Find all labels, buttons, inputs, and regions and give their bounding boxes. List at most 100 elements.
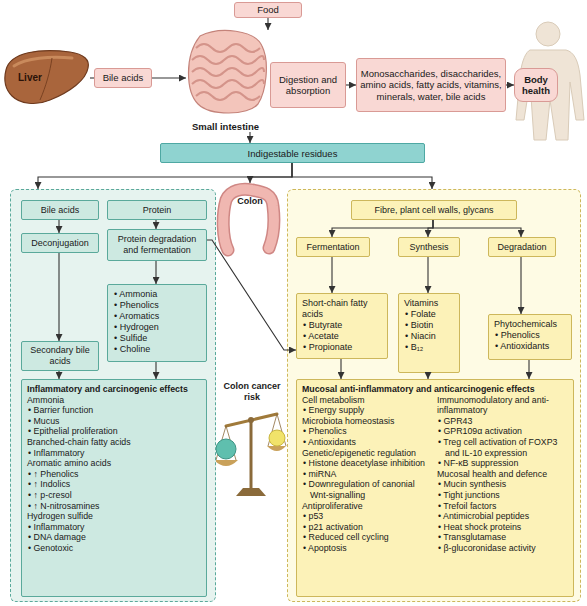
node-text: Bile acids: [41, 205, 80, 216]
liver-shape: [5, 51, 88, 104]
connector-arrow: [250, 163, 292, 183]
effects-box: Mucosal anti-inflammatory and anticarcin…: [296, 379, 574, 597]
process-box: Fermentation: [296, 237, 370, 257]
connector-arrow: [207, 240, 296, 350]
node-text: • Treg cell activation of FOXP3 and IL-1…: [437, 437, 568, 458]
node-text: • Histone deacetylase inhibition: [302, 458, 433, 469]
node-text: • Propionate: [302, 342, 382, 353]
node-text: • Transglutamase: [437, 532, 568, 543]
scale-ball-left: [216, 439, 236, 459]
connector-arrow: [58, 371, 59, 379]
node-text: • GPR43: [437, 416, 568, 427]
node-text: Microbiota homeostasis: [302, 416, 433, 427]
list-box: Short-chain fatty acids• Butyrate• Aceta…: [296, 293, 388, 359]
node-text: • Ammonia: [113, 289, 201, 300]
node-text: Liver: [18, 72, 42, 83]
connector-arrow: [331, 257, 332, 293]
scale-string: [216, 426, 236, 460]
process-box: Secondary bile acids: [21, 341, 99, 371]
connector-arrow: [152, 77, 186, 78]
organ-illustration: Liver: [4, 48, 90, 106]
node-text: Fermentation: [306, 242, 359, 253]
node-text: Inflammatory and carcinogenic effects: [27, 384, 201, 395]
node-text: • Biotin: [404, 320, 454, 331]
node-text: Synthesis: [409, 242, 448, 253]
node-text: Antiproliferative: [302, 501, 433, 512]
node-text: Degradation: [497, 242, 546, 253]
connector-arrow: [58, 253, 59, 341]
scale-pivot: [248, 417, 254, 423]
connector-arrow: [428, 220, 433, 237]
organ-illustration: Small intestine: [186, 30, 266, 132]
column-row: Cell metabolism• Energy supplyMicrobiota…: [302, 395, 568, 554]
balance-scale: [214, 414, 286, 496]
intestine-coil: [196, 44, 260, 52]
connector-arrow: [90, 77, 94, 78]
node-text: Branched-chain fatty acids: [27, 437, 201, 448]
process-box: Deconjugation: [21, 233, 99, 253]
node-text: • Choline: [113, 344, 201, 355]
connector-arrow: [433, 220, 521, 237]
node-text: • β-glucoronidase activity: [437, 543, 568, 554]
node-text: • Apoptosis: [302, 543, 433, 554]
node-text: Deconjugation: [31, 238, 89, 249]
process-box: Protein: [107, 200, 207, 220]
caption-label: Colon cancer risk: [218, 381, 286, 405]
connector-arrow: [506, 84, 514, 85]
node-text: • Phenolics: [113, 300, 201, 311]
connector-arrow: [427, 257, 428, 293]
connector-arrow: [292, 163, 432, 189]
node-text: • Genotoxic: [27, 543, 201, 554]
small-intestine-illustration: [189, 31, 267, 113]
node-text: Mucosal health and defence: [437, 469, 568, 480]
node-text: Food: [257, 4, 279, 16]
node-text: • p21 activation: [302, 522, 433, 533]
node-text: • Folate: [404, 309, 454, 320]
scale-string: [268, 414, 286, 446]
node-text: • Antimicrobial peptides: [437, 511, 568, 522]
node-text: Body health: [518, 74, 554, 97]
effects-box: Inflammatory and carcinogenic effectsAmm…: [21, 379, 207, 597]
node-text: • miRNA: [302, 469, 433, 480]
connector-arrow: [249, 132, 250, 143]
process-box: Fibre, plant cell walls, glycans: [351, 200, 517, 220]
node-text: Immunomodulatory and anti-inflammatory: [437, 395, 568, 416]
intestine-coil: [192, 68, 264, 76]
node-text: Monosaccharides, disaccharides, amino ac…: [360, 68, 502, 103]
connector-arrow: [346, 84, 356, 85]
group-region: Bile acids ProteinDeconjugation Protein de…: [10, 189, 216, 602]
list-box: Phytochemicals• Phenolics• Antioxidants: [488, 314, 572, 360]
node-text: • Hydrogen: [113, 322, 201, 333]
connector-arrow: [155, 261, 156, 284]
outcome-box: Body health: [514, 68, 558, 102]
process-box: Bile acids: [21, 200, 99, 220]
node-text: • Phenolics: [494, 330, 566, 341]
node-text: Phytochemicals: [494, 319, 566, 330]
node-text: • Inflammatory: [27, 448, 201, 459]
connector-arrow: [267, 18, 268, 30]
node-text: • Phenolics: [302, 426, 433, 437]
input-box: Food: [234, 2, 302, 18]
node-text: • NF-κB suppression: [437, 458, 568, 469]
node-text: Mucosal anti-inflammatory and anticarcin…: [302, 384, 568, 395]
node-text: Fibre, plant cell walls, glycans: [374, 205, 493, 216]
node-text: Small intestine: [192, 121, 259, 132]
node-text: • ↑ N-nitrosamines: [27, 501, 201, 512]
organ-illustration: Colon: [216, 183, 284, 253]
node-text: Protein: [143, 205, 172, 216]
list-box: • Ammonia• Phenolics• Aromatics• Hydroge…: [107, 284, 207, 362]
figure-head: [536, 22, 560, 46]
node-text: Colon: [237, 196, 263, 207]
intestine-coil: [196, 92, 260, 100]
node-text: Secondary bile acids: [25, 345, 95, 367]
node-text: Protein degradation and fermentation: [111, 234, 203, 256]
colon-illustration: [223, 189, 274, 250]
process-box: Monosaccharides, disaccharides, amino ac…: [356, 58, 506, 112]
node-text: Aromatic amino acids: [27, 458, 201, 469]
process-box: Bile acids: [94, 68, 152, 88]
intestine-coil: [192, 56, 264, 64]
node-text: • Antioxidants: [302, 437, 433, 448]
node-text: • Reduced cell cycling: [302, 532, 433, 543]
connector-arrow: [528, 360, 529, 379]
